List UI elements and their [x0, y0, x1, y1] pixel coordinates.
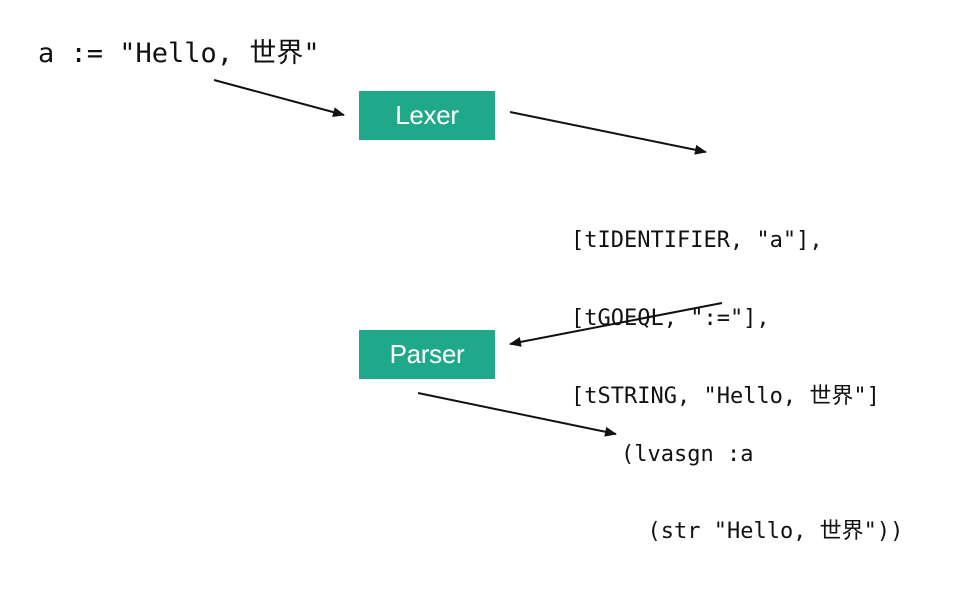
source-code: a := "Hello, 世界"	[38, 38, 320, 69]
ast-output: (lvasgn :a (str "Hello, 世界"))	[621, 400, 903, 598]
arrow-lexer-to-tokens	[509, 111, 707, 155]
token-line: [tSTRING, "Hello, 世界"]	[571, 384, 880, 409]
arrow-tokens-to-parser	[509, 302, 723, 347]
lexer-parser-diagram: a := "Hello, 世界" Lexer [tIDENTIFIER, "a"…	[38, 38, 903, 543]
token-list: [tIDENTIFIER, "a"], [tGOEQL, ":="], [tST…	[571, 186, 880, 464]
flow-arrows	[213, 79, 723, 437]
lexer-label: Lexer	[395, 100, 459, 130]
lexer-box: Lexer	[359, 91, 495, 140]
parser-label: Parser	[389, 339, 465, 369]
ast-line: (lvasgn :a	[621, 442, 754, 467]
parser-box: Parser	[359, 330, 495, 379]
ast-line: (str "Hello, 世界"))	[621, 519, 904, 544]
arrow-source-to-lexer	[213, 79, 345, 117]
arrow-parser-to-ast	[417, 392, 617, 437]
token-line: [tIDENTIFIER, "a"],	[571, 228, 823, 253]
token-line: [tGOEQL, ":="],	[571, 306, 770, 331]
